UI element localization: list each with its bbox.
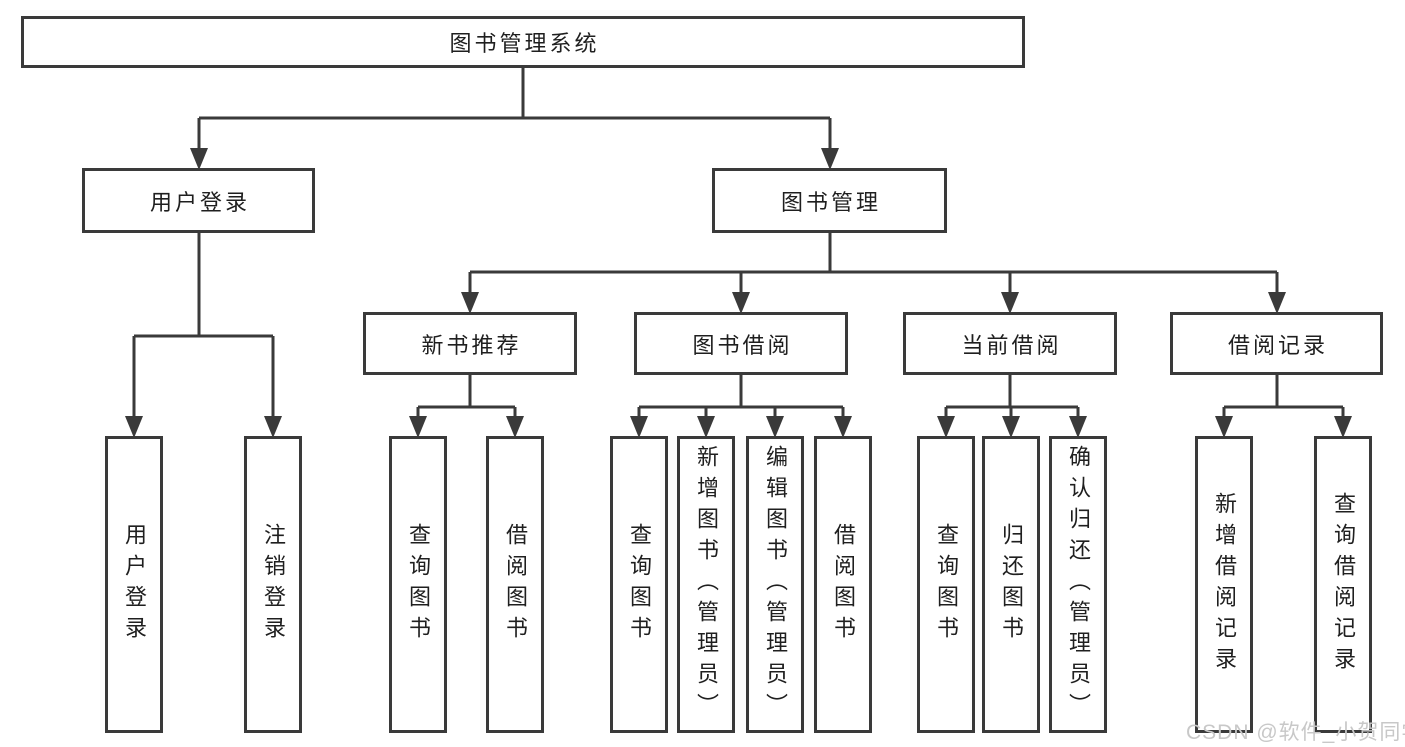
arrow-down-icon — [1215, 416, 1233, 438]
node-library-management-system: 图书管理系统 — [21, 16, 1025, 68]
arrow-down-icon — [697, 416, 715, 438]
leaf-logout: 注销登录 — [244, 436, 302, 733]
node-book-borrowing: 图书借阅 — [634, 312, 848, 375]
node-current-borrowing: 当前借阅 — [903, 312, 1117, 375]
leaf-label: 查询借阅记录 — [1331, 491, 1356, 678]
leaf-label: 用户登录 — [122, 522, 147, 647]
leaf-label: 确认归还（管理员） — [1066, 445, 1091, 724]
node-new-book-recommendation: 新书推荐 — [363, 312, 577, 375]
leaf-return-books: 归还图书 — [982, 436, 1040, 733]
leaf-label: 编辑图书（管理员） — [763, 445, 788, 724]
leaf-query-books-2: 查询图书 — [610, 436, 668, 733]
arrow-down-icon — [821, 148, 839, 170]
arrow-down-icon — [630, 416, 648, 438]
node-user-login: 用户登录 — [82, 168, 315, 233]
arrow-down-icon — [190, 148, 208, 170]
leaf-add-books-admin: 新增图书（管理员） — [677, 436, 735, 733]
leaf-label: 新增图书（管理员） — [694, 445, 719, 724]
leaf-label: 新增借阅记录 — [1212, 491, 1237, 678]
arrow-down-icon — [1002, 416, 1020, 438]
node-book-management: 图书管理 — [712, 168, 947, 233]
csdn-watermark: CSDN @软件_小贺同学 — [1186, 721, 1405, 744]
arrow-down-icon — [1069, 416, 1087, 438]
arrow-down-icon — [732, 292, 750, 314]
leaf-label: 查询图书 — [934, 522, 959, 647]
leaf-user-login: 用户登录 — [105, 436, 163, 733]
leaf-query-books-1: 查询图书 — [389, 436, 447, 733]
arrow-down-icon — [1001, 292, 1019, 314]
arrow-down-icon — [506, 416, 524, 438]
arrowheads — [125, 148, 1352, 438]
leaf-query-books-3: 查询图书 — [917, 436, 975, 733]
leaf-label: 借阅图书 — [503, 522, 528, 647]
leaf-edit-books-admin: 编辑图书（管理员） — [746, 436, 804, 733]
leaf-confirm-return-admin: 确认归还（管理员） — [1049, 436, 1107, 733]
leaf-label: 归还图书 — [999, 522, 1024, 647]
arrow-down-icon — [1334, 416, 1352, 438]
arrow-down-icon — [125, 416, 143, 438]
leaf-label: 查询图书 — [406, 522, 431, 647]
arrow-down-icon — [1268, 292, 1286, 314]
node-borrowing-records: 借阅记录 — [1170, 312, 1383, 375]
leaf-label: 注销登录 — [261, 522, 286, 647]
connector-lines — [132, 67, 1345, 419]
arrow-down-icon — [937, 416, 955, 438]
arrow-down-icon — [766, 416, 784, 438]
leaf-query-borrow-record: 查询借阅记录 — [1314, 436, 1372, 733]
arrow-down-icon — [834, 416, 852, 438]
arrow-down-icon — [264, 416, 282, 438]
leaf-add-borrow-record: 新增借阅记录 — [1195, 436, 1253, 733]
leaf-borrow-books-2: 借阅图书 — [814, 436, 872, 733]
arrow-down-icon — [409, 416, 427, 438]
leaf-label: 借阅图书 — [831, 522, 856, 647]
arrow-down-icon — [461, 292, 479, 314]
leaf-label: 查询图书 — [627, 522, 652, 647]
leaf-borrow-books-1: 借阅图书 — [486, 436, 544, 733]
